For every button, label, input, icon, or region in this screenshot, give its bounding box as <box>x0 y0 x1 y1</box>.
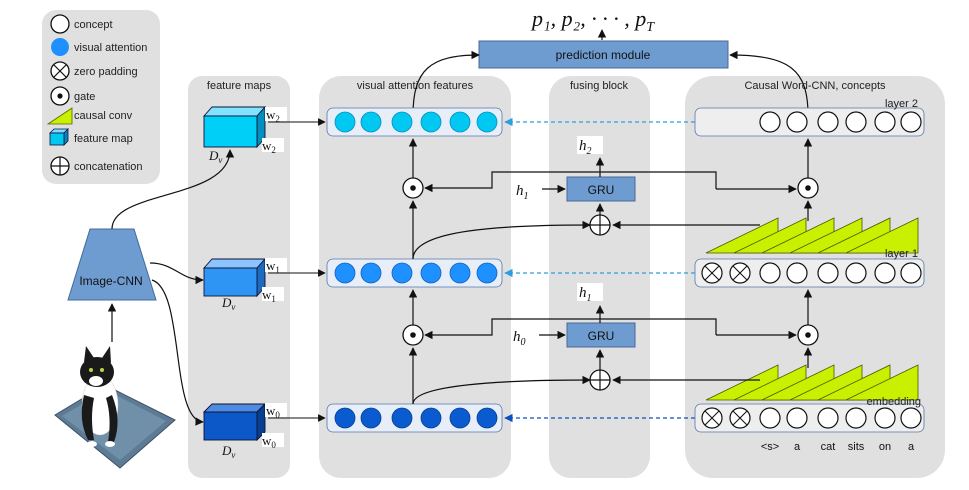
concept-row-embedding <box>694 403 925 433</box>
legend-visual-attention: visual attention <box>74 42 147 54</box>
attention-row-top <box>326 107 503 137</box>
layer2-label: layer 2 <box>885 98 918 110</box>
embedding-label: embedding <box>867 396 921 408</box>
cnn-to-fm2-arrow <box>111 149 235 230</box>
legend-panel <box>42 10 160 184</box>
gate-icon <box>50 86 70 106</box>
w2-top-label: w2 <box>266 107 280 124</box>
h1-output-label: h1 <box>579 285 592 304</box>
cat-photo <box>54 346 176 469</box>
word-token: on <box>879 441 891 453</box>
legend-feature-map: feature map <box>74 133 133 145</box>
h0-input-label-bg <box>511 327 537 345</box>
feature-map-top <box>202 105 267 149</box>
legend: concept visual attention zero padding ga… <box>42 10 160 184</box>
gru-upper-to-attention-gate <box>424 171 717 193</box>
attention-gate-lower <box>402 324 424 346</box>
gru-lower-to-attention-gate <box>424 318 717 340</box>
attention-row-middle <box>326 258 503 288</box>
concept-icon <box>50 14 70 34</box>
w2-side-label: w2 <box>262 138 276 155</box>
h2-label: h2 <box>579 138 592 157</box>
fusing-block-title: fusing block <box>570 80 629 92</box>
word-token: cat <box>821 441 836 453</box>
w0-label-bg <box>265 403 287 417</box>
legend-zero-padding: zero padding <box>74 66 138 78</box>
w1-side-label: w1 <box>262 287 276 304</box>
causal-conv-lower <box>705 364 919 401</box>
w1-side-label-bg <box>262 287 284 301</box>
legend-concept: concept <box>74 19 113 31</box>
concept-gate-lower <box>797 324 819 346</box>
concept-row-layer1 <box>694 258 925 288</box>
image-cnn-box <box>67 228 157 301</box>
h0-input-label: h0 <box>513 329 526 348</box>
attention-to-prediction-arrow <box>412 50 480 116</box>
attention-row-bottom <box>326 403 503 433</box>
dv-middle-label: Dv <box>221 295 235 312</box>
w0-top-label: w0 <box>266 403 280 420</box>
h1-input-label-bg <box>514 181 540 199</box>
image-cnn-label: Image-CNN <box>79 274 142 288</box>
h1-output-label-bg <box>577 283 603 301</box>
w0-side-label: w0 <box>262 433 276 450</box>
causal-conv-upper <box>705 217 919 254</box>
w0-side-label-bg <box>262 433 284 447</box>
word-token: a <box>908 441 915 453</box>
word-token: <s> <box>761 441 779 453</box>
gru-upper-label: GRU <box>588 183 615 197</box>
dv-bottom-label: Dv <box>221 443 235 460</box>
gru-upper-box <box>566 176 636 202</box>
feature-map-icon <box>49 128 69 146</box>
visual-attention-title: visual attention features <box>357 80 474 92</box>
layer1-label: layer 1 <box>885 248 918 260</box>
h1-input-label: h1 <box>516 183 529 202</box>
dv-top-label: Dv <box>208 148 222 165</box>
word-token: sits <box>848 441 865 453</box>
outputs-label: p₁, p₂, · · · , pT <box>530 6 655 35</box>
cnn-to-fm1-arrow <box>149 262 204 285</box>
gru-lower-box <box>566 322 636 348</box>
legend-concatenation: concatenation <box>74 161 143 173</box>
concept-row-layer2 <box>694 107 925 137</box>
feature-maps-title: feature maps <box>207 80 272 92</box>
cnn-to-fm0-arrow <box>151 279 204 426</box>
w2-label-bg <box>265 107 287 121</box>
visual-attention-icon <box>51 38 69 56</box>
legend-causal-conv: causal conv <box>74 110 133 122</box>
w1-top-label: w1 <box>266 258 280 275</box>
feature-map-middle <box>202 257 267 298</box>
concepts-to-prediction-arrow <box>729 50 809 116</box>
concatenation-icon <box>50 156 70 176</box>
concept-gate-upper <box>797 177 819 199</box>
w2-side-label-bg <box>262 138 284 152</box>
feature-map-bottom <box>202 402 267 442</box>
attention-gate-upper <box>402 177 424 199</box>
gru-lower-label: GRU <box>588 329 615 343</box>
concat-upper <box>589 214 611 236</box>
zero-padding-icon <box>50 61 70 81</box>
causal-word-cnn-title: Causal Word-CNN, concepts <box>744 80 886 92</box>
w1-label-bg <box>265 258 287 272</box>
attention-mid-to-concat-arrow <box>412 220 591 260</box>
legend-gate: gate <box>74 91 95 103</box>
concat-lower <box>589 369 611 391</box>
causal-conv-icon <box>46 107 73 125</box>
attention-bottom-to-concat-arrow <box>412 375 591 405</box>
word-token: a <box>794 441 801 453</box>
prediction-module-label: prediction module <box>556 48 651 62</box>
h2-label-bg <box>577 136 603 154</box>
